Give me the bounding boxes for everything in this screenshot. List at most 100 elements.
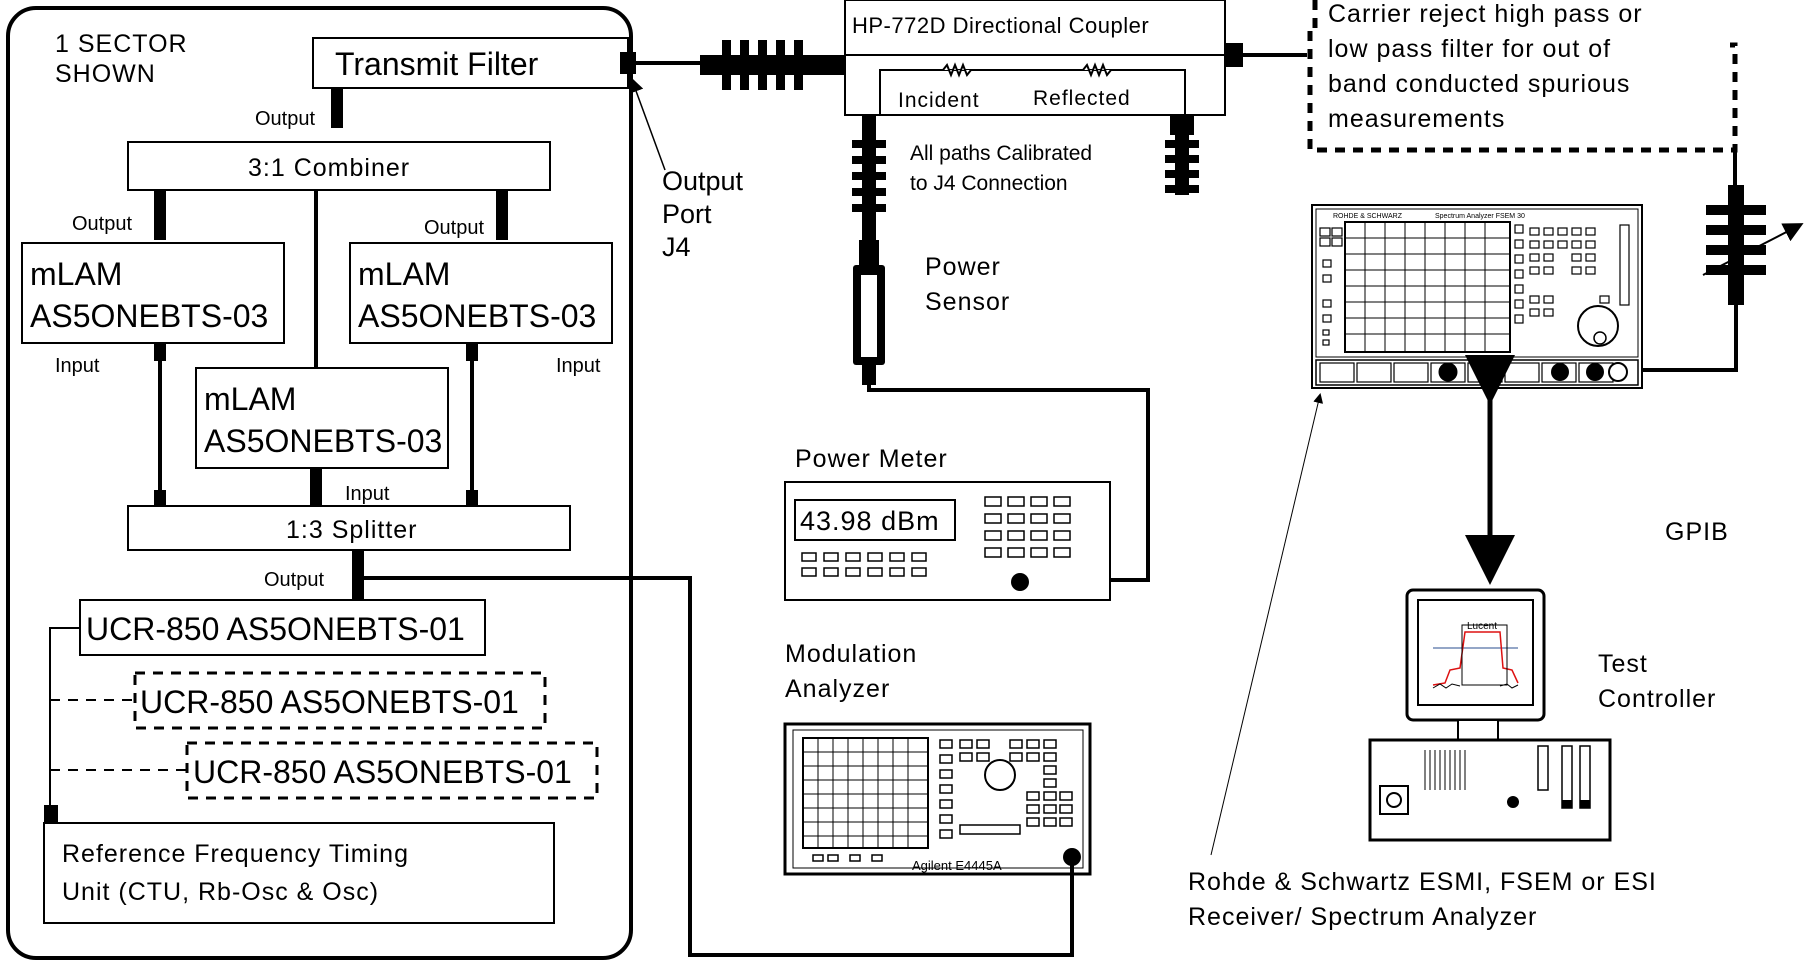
power-sensor-line1: Power: [925, 253, 1001, 281]
transmit-filter-connector: [620, 52, 636, 74]
output-port-line1: Output: [662, 166, 744, 196]
splitter-output-label: Output: [264, 569, 324, 591]
variable-filter-icon: [1702, 185, 1804, 305]
filter-note-line2: low pass filter for out of: [1328, 35, 1611, 63]
coupler-reflected: Reflected: [1033, 87, 1131, 110]
ref-connector: [44, 805, 58, 823]
combiner-label: 3:1 Combiner: [248, 154, 410, 182]
coupler-title: HP-772D Directional Coupler: [852, 13, 1149, 38]
mlam-left-line2: AS5ONEBTS-03: [30, 298, 268, 334]
spectrum-analyzer-model: Spectrum Analyzer FSEM 30: [1435, 213, 1525, 220]
filter-to-analyzer-line: [1625, 305, 1738, 372]
ref-frequency-line1: Reference Frequency Timing: [62, 840, 409, 868]
test-controller-line2: Controller: [1598, 685, 1716, 713]
transmit-filter-label: Transmit Filter: [335, 46, 539, 82]
splitter-box: [127, 505, 571, 551]
gpib-label: GPIB: [1665, 518, 1729, 546]
test-controller-screen-label: Lucent: [1467, 621, 1497, 632]
combiner-box: [127, 141, 551, 191]
test-controller-cpu-icon: [1368, 738, 1612, 842]
sector-label-line1: 1 SECTOR: [55, 30, 188, 58]
output-left-label: Output: [72, 213, 132, 235]
incident-resistor-icon: [942, 62, 972, 78]
mlam-center-box: [195, 367, 449, 469]
mlam-left-input-connector: [154, 343, 166, 361]
input-left-label: Input: [55, 355, 100, 377]
power-sensor-icon: [853, 265, 885, 385]
splitter-right-connector: [466, 490, 478, 506]
rs-pointer-line: [1210, 393, 1324, 856]
splitter-label: 1:3 Splitter: [286, 516, 418, 544]
sa-input-jack-1: [1438, 362, 1458, 382]
modulation-screen: [802, 737, 929, 849]
modulation-line1: Modulation: [785, 640, 917, 668]
output-port-line3: J4: [662, 232, 691, 262]
transmit-filter-box: [312, 37, 629, 89]
mlam-right-line2: AS5ONEBTS-03: [358, 298, 596, 334]
filter-note-box: [1307, 0, 1738, 153]
transmit-filter-output-connector: [331, 88, 343, 128]
sector-frame: [6, 6, 633, 960]
coupler-incident: Incident: [898, 89, 980, 112]
input-center-label: Input: [345, 483, 390, 505]
rs-caption-line2: Receiver/ Spectrum Analyzer: [1188, 903, 1537, 931]
splitter-output-connector: [352, 550, 364, 600]
spectrum-analyzer-knob-icon: [1577, 305, 1619, 347]
modulation-model: Agilent E4445A: [912, 858, 1002, 873]
mlam-center-line1: mLAM: [204, 381, 296, 417]
output-port-line2: Port: [662, 199, 712, 229]
calibrated-line2: to J4 Connection: [910, 172, 1068, 195]
modulation-knob-icon: [984, 759, 1016, 791]
ucr-2-label: UCR-850 AS5ONEBTS-01: [140, 684, 519, 720]
power-meter-keys: [801, 496, 1071, 577]
spectrum-analyzer-keys: [1319, 224, 1630, 346]
ucr-2-box: [133, 671, 547, 730]
splitter-to-modulation-line: [364, 576, 1074, 957]
spectrum-analyzer-screen: [1344, 221, 1511, 353]
output-right-label: Output: [424, 217, 484, 239]
sa-input-jack-2: [1551, 363, 1569, 381]
mlam-center-input-connector: [310, 468, 322, 506]
transmit-filter-output-label: Output: [255, 108, 315, 130]
mlam-right-line1: mLAM: [358, 256, 450, 292]
reflected-resistor-icon: [1082, 62, 1112, 78]
mlam-left-box: [21, 242, 285, 344]
coupler-inner-line: [879, 69, 1186, 115]
ref-frequency-line2: Unit (CTU, Rb-Osc & Osc): [62, 878, 379, 906]
power-meter-input-jack: [1011, 573, 1029, 591]
calibrated-line1: All paths Calibrated: [910, 142, 1092, 165]
splitter-left-connector: [154, 490, 166, 506]
sa-input-jack-3: [1586, 363, 1604, 381]
coupler-box: [844, 0, 1226, 116]
modulation-keys: [812, 739, 1073, 862]
spectrum-analyzer-brand: ROHDE & SCHWARZ: [1333, 213, 1403, 220]
mlam-right-box: [349, 242, 613, 344]
test-controller-monitor-icon: [1405, 588, 1546, 741]
mlam-right-input-connector: [466, 343, 478, 361]
power-meter-reading: 43.98 dBm: [800, 506, 940, 536]
output-port-arrow: [629, 77, 666, 171]
ucr-1-label: UCR-850 AS5ONEBTS-01: [86, 611, 465, 647]
combiner-right-connector: [496, 190, 508, 240]
rs-caption-line1: Rohde & Schwartz ESMI, FSEM or ESI: [1188, 868, 1657, 896]
ucr-3-label: UCR-850 AS5ONEBTS-01: [193, 754, 572, 790]
reflected-termination-icon: [1165, 115, 1199, 195]
sa-rf-input-jack: [1608, 362, 1628, 382]
test-controller-line1: Test: [1598, 650, 1648, 678]
power-meter-label: Power Meter: [795, 445, 948, 473]
mlam-left-line1: mLAM: [30, 256, 122, 292]
ref-frequency-box: [43, 822, 555, 924]
filter-note-line3: band conducted spurious: [1328, 70, 1630, 98]
power-sensor-line2: Sensor: [925, 288, 1010, 316]
sector-label-line2: SHOWN: [55, 60, 156, 88]
ucr-3-box: [185, 741, 599, 800]
power-meter-display: [794, 499, 956, 541]
attenuator-icon: [700, 40, 855, 90]
incident-attenuator-icon: [852, 115, 886, 265]
coupler-out-connector: [1225, 43, 1243, 67]
input-right-label: Input: [556, 355, 601, 377]
filter-note-line1: Carrier reject high pass or: [1328, 0, 1643, 28]
ucr-to-ref-line: [49, 627, 80, 805]
filter-note-line4: measurements: [1328, 105, 1505, 133]
combiner-left-connector: [154, 190, 166, 240]
